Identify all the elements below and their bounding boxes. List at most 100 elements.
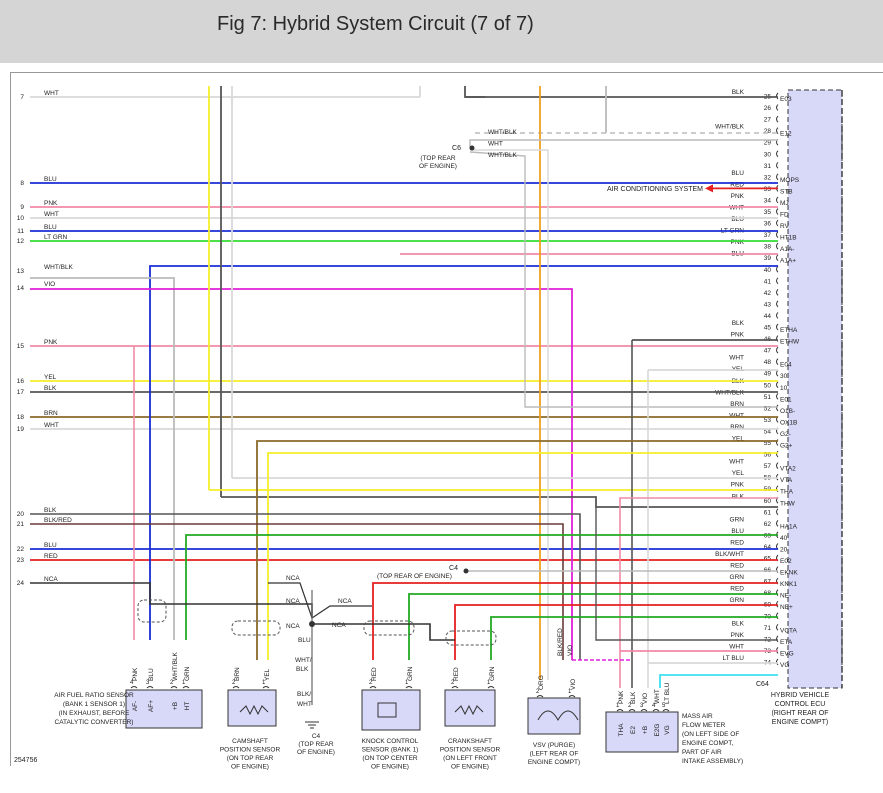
ecu-pin-terminal [776, 335, 779, 342]
ecu-pin-number: 61 [764, 509, 772, 516]
ecu-label: CONTROL ECU [775, 701, 826, 708]
left-wire-number: 22 [17, 546, 25, 553]
knock-sensor-label: (ON TOP CENTER [362, 755, 418, 762]
ecu-pin-terminal [776, 635, 779, 643]
ecu-pin-wire-color: BLK [732, 493, 745, 500]
ecu-pin-name: OX1B [780, 419, 797, 426]
af-sensor-pin-terminal [182, 686, 190, 689]
ecu-pin-terminal [776, 358, 779, 366]
harness-wire [470, 149, 549, 680]
vsv-pin-number: 1 [568, 689, 572, 695]
ecu-pin-wire-color: BLK [732, 89, 745, 96]
ecu-pin-wire-color: PNK [731, 239, 745, 246]
left-wire-color: BLK [44, 385, 57, 392]
ecu-pin-name: G2+ [780, 443, 793, 450]
left-wire-number: 12 [17, 238, 25, 245]
ecu-pin-terminal [776, 381, 779, 389]
left-wire-number: 18 [17, 414, 25, 421]
ecu-pin-wire-color: GRN [730, 597, 745, 604]
c4-wire-label: BLK [296, 666, 309, 673]
ecu-pin-name: NE- [780, 593, 791, 600]
c4-wire-label: WHT/ [295, 657, 312, 664]
ecu-pin-wire-color: BLU [731, 528, 744, 535]
ecu-pin-name: HT1B [780, 235, 797, 242]
ecu-pin-terminal [776, 265, 779, 273]
c4-wire-label: BLU [298, 637, 311, 644]
af-sensor-box [125, 689, 203, 729]
ecu-pin-number: 50 [764, 382, 772, 389]
knock-sensor-pin-terminal [369, 686, 377, 689]
left-wire-number: 20 [17, 511, 25, 518]
ecu-pin-terminal [776, 658, 779, 666]
left-wire-color: NCA [44, 576, 58, 583]
splice-point [469, 145, 475, 151]
ecu-pin-terminal [776, 485, 779, 493]
harness-wire [469, 151, 778, 408]
nca-label: NCA [286, 598, 300, 605]
harness-wire [185, 534, 778, 640]
ecu-label: ENGINE COMPT) [772, 719, 828, 726]
ecu-pin-wire-color: WHT [729, 412, 744, 419]
shield-oval [445, 630, 497, 646]
af-sensor-label: AIR FUEL RATIO SENSOR [54, 692, 134, 699]
af-sensor-pin-number: 1 [182, 680, 186, 686]
ecu-pin-wire-color: RED [730, 563, 744, 570]
af-sensor-pin-terminal [170, 686, 178, 689]
ecu-pin-terminal [776, 462, 779, 469]
maf-label: (ON LEFT SIDE OF [682, 731, 739, 738]
shield-wire [311, 605, 372, 619]
ecu-pin-number: 42 [764, 290, 772, 297]
left-wire-number: 7 [20, 94, 24, 101]
ecu-pin-number: 49 [764, 371, 772, 378]
ecu-pin-terminal [776, 254, 779, 262]
coil-icon [239, 704, 269, 716]
left-wire-color: PNK [44, 200, 58, 207]
maf-box [605, 711, 679, 753]
left-wire-color: WHT [44, 211, 59, 218]
ecu-pin-wire-color: PNK [731, 332, 745, 339]
af-sensor-terminal: AF+ [148, 700, 155, 712]
coil-icon [454, 704, 484, 716]
maf-terminal: E2 [630, 726, 637, 734]
ecu-pin-name: HA1A [780, 523, 798, 530]
ecu-pin-name: E12 [780, 131, 792, 138]
harness-wire [490, 616, 778, 660]
ecu-pin-name: G2- [780, 431, 791, 438]
ecu-pin-name: EVG [780, 650, 794, 657]
ecu-pin-name: VTA [780, 477, 793, 484]
ecu-pin-wire-color: BRN [730, 424, 744, 431]
nca-label: NCA [338, 598, 352, 605]
nca-label: NCA [332, 622, 346, 629]
af-sensor-pin-terminal [130, 686, 138, 689]
ecu-pin-wire-color: BLK/WHT [715, 551, 744, 558]
camshaft-sensor-label: CAMSHAFT [232, 738, 268, 745]
left-wire-number: 9 [20, 204, 24, 211]
ecu-pin-wire-color: PNK [731, 482, 745, 489]
maf-label: FLOW METER [682, 722, 726, 729]
c6-location-label: OF ENGINE) [419, 163, 457, 170]
ecu-pin-number: 56 [764, 452, 772, 459]
ecu-pin-name: FD [780, 212, 789, 219]
vsv-wire-color: ORG [538, 675, 545, 690]
page-title: Fig 7: Hybrid System Circuit (7 of 7) [217, 13, 534, 35]
ecu-pin-name: E03 [780, 96, 792, 103]
ecu-pin-terminal [776, 612, 779, 620]
ecu-pin-terminal [776, 404, 779, 412]
ecu-pin-terminal [776, 208, 779, 215]
af-sensor-terminal: +B [172, 702, 179, 710]
harness-wire [30, 523, 564, 660]
maf-wire-color: LT BLU [664, 682, 671, 704]
ecu-pin-wire-color: WHT [729, 205, 744, 212]
ecu-pin-name: 40 [780, 535, 788, 542]
camshaft-sensor-wire-color: YEL [264, 668, 271, 681]
harness-wire [619, 497, 778, 688]
ecu-pin-name: ETHW [780, 339, 800, 346]
knock-sensor-label: OF ENGINE) [371, 764, 409, 771]
ecu-pin-number: 30 [764, 151, 772, 158]
c4-wire-label: BLK/ [297, 691, 311, 698]
ecu-pin-terminal [776, 300, 779, 308]
c4-location-label: (TOP REAR OF ENGINE) [377, 573, 452, 580]
ecu-pin-number: 40 [764, 267, 772, 274]
ecu-pin-number: 28 [764, 128, 772, 135]
ecu-pin-name: RV [780, 223, 790, 230]
